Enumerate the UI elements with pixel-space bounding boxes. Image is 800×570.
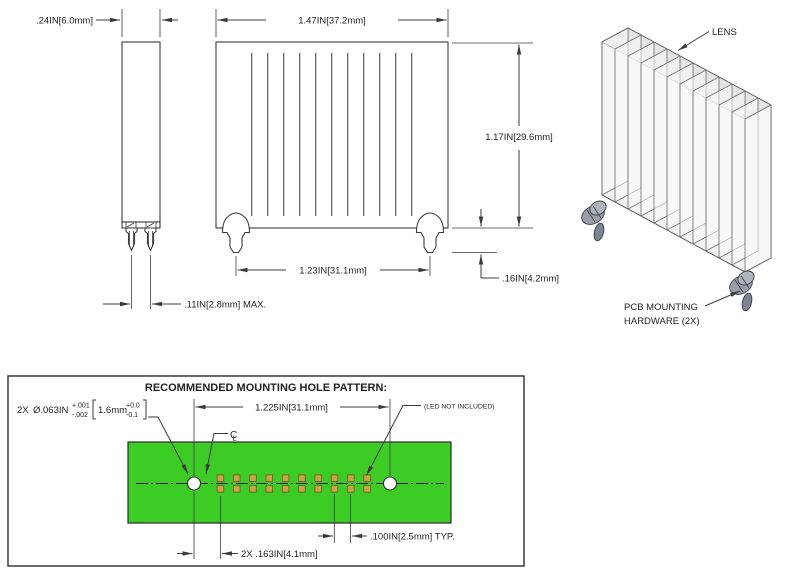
solder-pad [216, 474, 225, 482]
solder-pad [216, 485, 225, 493]
dim-lead-max: .11IN[2.8mm] MAX. [103, 255, 266, 311]
lens-fin [744, 104, 772, 273]
iso-view: LENS PCB MOUNTING HARDWARE (2X) [581, 27, 772, 327]
dim-side-width: .24IN[6.0mm] [36, 9, 178, 37]
solder-pad [232, 474, 241, 482]
solder-pad [347, 474, 355, 482]
dim-standoff-spacing: 1.23IN[31.1mm] [235, 256, 431, 277]
hole-callout: 2X Ø.063IN +.001 -.002 1.6mm +0.0 -0.1 [17, 399, 189, 475]
centerline-symbol-c: C [230, 430, 237, 441]
hole-callout-dia: Ø.063IN [33, 405, 69, 416]
side-base-band [121, 221, 161, 229]
pcb-mounting-clip-right [729, 270, 755, 312]
side-body [121, 41, 161, 223]
hole-offset-label: 2X .163IN[4.1mm] [241, 549, 318, 560]
tol-mm-plus: +0.0 [126, 403, 140, 410]
lens-fins [601, 27, 772, 273]
dim-pad-pitch: .100IN[2.5mm] TYP. [318, 494, 455, 543]
bracket-close [143, 399, 147, 420]
solder-pad [249, 485, 257, 493]
tol-mm-minus: -0.1 [126, 412, 138, 419]
pad-pitch-label: .100IN[2.5mm] TYP. [370, 532, 455, 543]
hole-mm: 1.6mm [98, 405, 127, 416]
solder-pad [281, 485, 290, 493]
solder-pad [265, 485, 273, 493]
standoff-spacing-label: 1.23IN[31.1mm] [299, 266, 367, 277]
dim-hole-spacing: 1.225IN[31.1mm] [193, 399, 391, 476]
hole-callout-qty: 2X [17, 405, 29, 416]
dim-front-height: 1.17IN[29.6mm] [452, 42, 553, 229]
hardware-label-line1: PCB MOUNTING [624, 302, 698, 313]
front-height-dim-label: 1.17IN[29.6mm] [485, 132, 553, 143]
pad-grid [216, 474, 371, 493]
solder-pad [347, 485, 355, 493]
solder-pad [265, 474, 273, 482]
hardware-callout: PCB MOUNTING HARDWARE (2X) [624, 290, 741, 327]
front-width-dim-label: 1.47IN[37.2mm] [298, 16, 366, 27]
led-note: (LED NOT INCLUDED) [424, 404, 495, 411]
centerline-symbol-l: L [233, 434, 237, 443]
mounting-hole-left [186, 476, 202, 491]
standoff-height-label: .16IN[4.2mm] [502, 274, 559, 285]
solder-pad [298, 485, 306, 493]
side-width-dim-label: .24IN[6.0mm] [36, 16, 93, 27]
dim-standoff-height: .16IN[4.2mm] [452, 209, 559, 285]
hardware-label-line2: HARDWARE (2X) [624, 316, 700, 327]
side-view: .24IN[6.0mm] .11IN[2.8mm] [36, 9, 266, 311]
solder-pad [363, 485, 371, 493]
solder-pad [249, 474, 257, 482]
led-note-callout: (LED NOT INCLUDED) [366, 404, 495, 476]
hole-spacing-label: 1.225IN[31.1mm] [255, 403, 328, 414]
bracket-open [92, 399, 96, 420]
front-standoffs [221, 212, 445, 254]
dim-hole-offset: 2X .163IN[4.1mm] [177, 492, 318, 560]
dim-front-width: 1.47IN[37.2mm] [215, 9, 449, 37]
centerline-callout: C L [205, 430, 237, 475]
pcb-mounting-clip-left [581, 200, 607, 242]
solder-pad [330, 485, 339, 493]
lens-callout: LENS [677, 27, 737, 51]
pattern-title: RECOMMENDED MOUNTING HOLE PATTERN: [145, 382, 387, 394]
front-segment-lines [251, 53, 413, 216]
mounting-hole-right [382, 476, 398, 491]
front-view: 1.47IN[37.2mm] 1.23IN[31.1mm] 1 [215, 9, 559, 285]
solder-pad [314, 474, 322, 482]
pcb-board [127, 441, 452, 524]
solder-pad [314, 485, 322, 493]
solder-pad [363, 474, 371, 482]
mounting-hole-pattern: RECOMMENDED MOUNTING HOLE PATTERN: 1.225… [7, 375, 525, 567]
solder-pad [281, 474, 290, 482]
solder-pad [232, 485, 241, 493]
solder-pad [298, 474, 306, 482]
tol-in-plus: +.001 [72, 403, 90, 410]
lead-dim-label: .11IN[2.8mm] MAX. [184, 300, 266, 311]
solder-pad [330, 474, 339, 482]
tol-in-minus: -.002 [72, 412, 88, 419]
lens-label: LENS [712, 27, 737, 38]
side-standoff-pins [125, 227, 157, 252]
